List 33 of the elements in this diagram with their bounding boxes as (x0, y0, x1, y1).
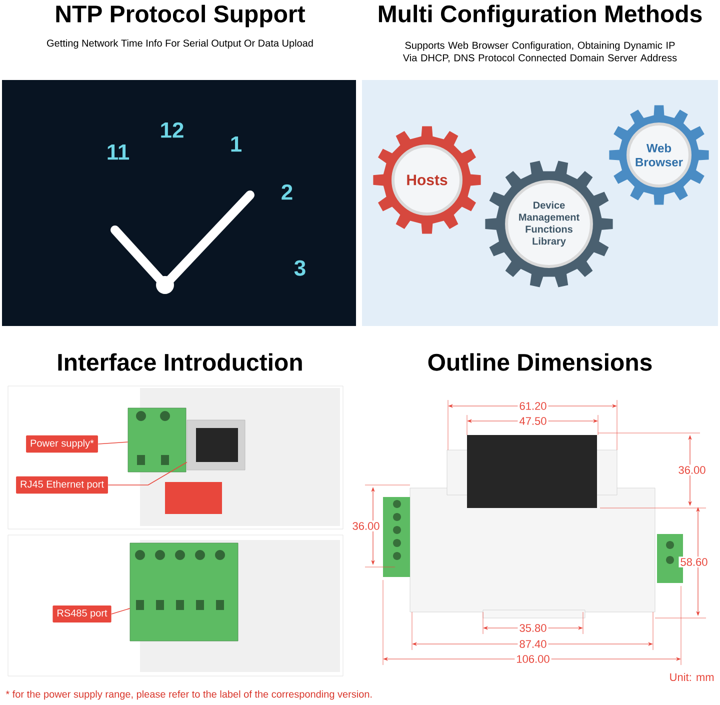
clock-numeral: 11 (108, 144, 130, 160)
leader-line (111, 608, 130, 614)
rj45-port (186, 420, 246, 470)
dimension-label: 36.00 (350, 520, 382, 532)
dimension-label: 36.00 (676, 464, 708, 476)
subtitle: Supports Web Browser Configuration, Obtaining Dynamic IP Via DHCP, DNS Protocol Connected Domain Server Address (402, 42, 677, 63)
clock-numeral: 3 (294, 260, 306, 276)
gear: Device Management Functions Library (485, 160, 613, 288)
footnote: * for the power supply range, please refer to the label of the corresponding version. (6, 690, 372, 700)
dimension-label: 47.50 (518, 416, 548, 426)
clock-numeral: 2 (282, 184, 292, 200)
clock-numeral: 12 (161, 122, 184, 138)
title: NTP Protocol Support (56, 4, 306, 28)
callout-box: RS485 port (52, 605, 112, 623)
dimension-label: 87.40 (518, 638, 548, 650)
clock-numeral: 1 (231, 136, 242, 152)
callout-box: RJ45 Ethernet port (16, 476, 108, 494)
title: Interface Introduction (58, 353, 302, 371)
title: Outline Dimensions (428, 353, 652, 371)
title: Multi Configuration Methods (378, 4, 702, 28)
dimension-label: 106.00 (514, 654, 552, 664)
subtitle: Getting Network Time Info For Serial Output Or Data Upload (47, 39, 313, 49)
dimension-label: 61.20 (518, 400, 548, 412)
callout-box: Power supply* (26, 435, 98, 453)
leader-line (108, 462, 188, 486)
leader-line (98, 442, 128, 444)
dimension-label: 58.60 (678, 556, 710, 568)
terminal-block (130, 542, 238, 642)
gear: Web Browser (609, 105, 709, 205)
terminal-block (128, 408, 186, 472)
unit-label: Unit: mm (668, 671, 716, 683)
gear: Hosts (373, 126, 481, 234)
dimension-label: 35.80 (518, 622, 548, 634)
